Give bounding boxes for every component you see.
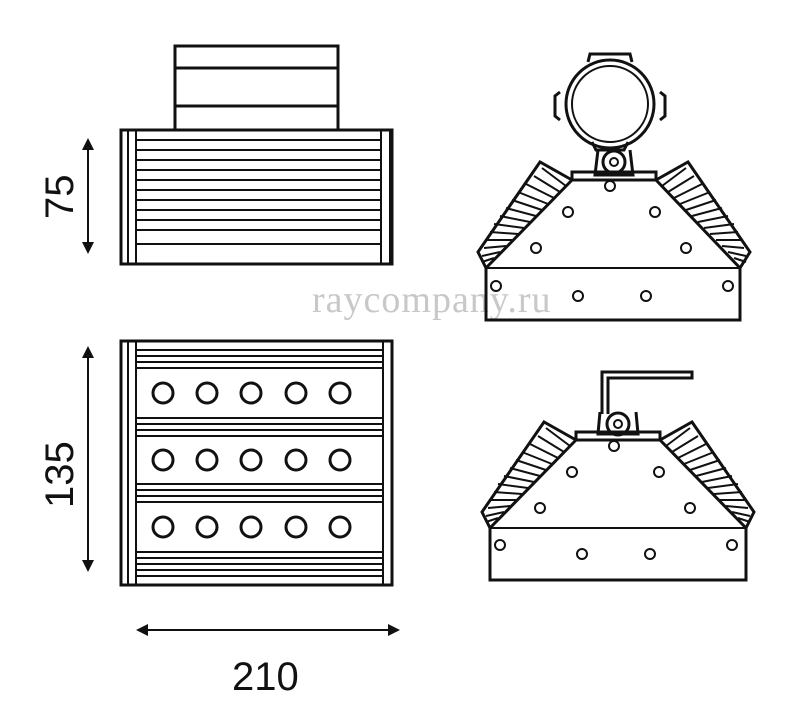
heat-sink-fins-right [655,160,752,269]
dimension-label-135: 135 [38,441,82,508]
front-view [119,339,394,587]
housing-front [119,339,394,587]
screw [490,280,502,292]
led [151,448,175,472]
screw [576,548,588,560]
led [284,448,308,472]
side-view-bracket [480,370,756,582]
top-view [119,44,394,266]
led [151,515,175,539]
heat-sink-fins-right-2 [659,420,756,529]
led [239,515,263,539]
dimension-135: 135 [38,346,94,572]
screw [572,290,584,302]
dimension-75: 75 [38,138,94,254]
screw [649,206,661,218]
led [328,381,352,405]
screw [684,502,696,514]
led [195,515,219,539]
led [151,381,175,405]
screw [726,539,738,551]
screw [534,502,546,514]
led-array [151,381,352,539]
fin-lines-top [136,139,381,245]
led [239,381,263,405]
dimension-label-210: 210 [232,655,299,699]
screw [640,290,652,302]
led [195,381,219,405]
screw [680,242,692,254]
screw [653,466,665,478]
pipe-clamp [564,58,656,150]
screw [608,440,620,452]
screw [722,280,734,292]
screw [644,548,656,560]
screw [562,206,574,218]
screw [604,180,616,192]
dimension-label-75: 75 [38,175,82,220]
screw [530,242,542,254]
housing-top [119,128,394,266]
heat-sink-fins-left [476,160,573,269]
driver-box [173,44,340,132]
led [239,448,263,472]
led [284,381,308,405]
led [195,448,219,472]
screw [494,539,506,551]
led [328,515,352,539]
led [284,515,308,539]
watermark-text: raycompany.ru [312,279,552,321]
heat-sink-fins-left-2 [480,420,577,529]
led [328,448,352,472]
dimension-210: 210 [136,624,400,699]
screw [566,466,578,478]
side-view-clamp [476,52,752,322]
